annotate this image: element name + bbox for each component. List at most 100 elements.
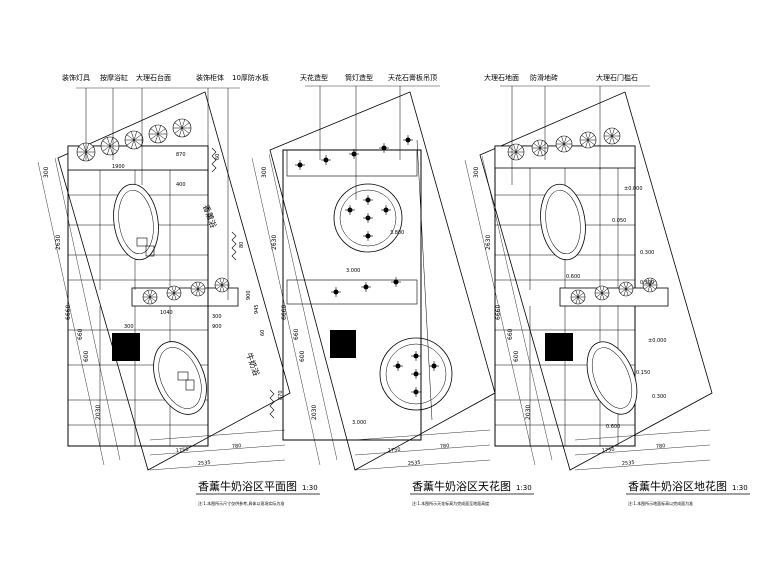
plant-symbol xyxy=(190,281,206,297)
dim-label: 2630 xyxy=(55,235,62,250)
downlight-symbol xyxy=(295,160,305,170)
level-label: 0.600 xyxy=(566,274,580,280)
callout-label: 防滑地砖 xyxy=(530,73,558,82)
dim-label: 900 xyxy=(212,324,222,330)
plant-symbol xyxy=(579,131,597,149)
downlight-symbol xyxy=(363,231,373,241)
plant-symbol xyxy=(507,143,525,161)
structural-column xyxy=(545,333,573,361)
ceiling-dome-lower-inner xyxy=(385,343,447,405)
dim-label: 2630 xyxy=(271,235,278,250)
downlight-symbol xyxy=(321,155,331,165)
milk-bathtub-inner xyxy=(591,347,633,409)
plant-symbol xyxy=(142,289,158,305)
dim-label: 870 xyxy=(176,152,186,158)
level-label: 0.600 xyxy=(606,424,620,430)
dim-label: 660 xyxy=(507,328,514,340)
callout-leaders xyxy=(76,87,240,300)
dim-label: 660 xyxy=(77,328,84,340)
dim-label: 2030 xyxy=(311,405,318,420)
callout-label: 大理石台面 xyxy=(136,73,171,82)
dim-label: 300 xyxy=(43,166,50,178)
level-label: 3.800 xyxy=(390,230,404,236)
downlight-symbol xyxy=(403,135,413,145)
plant-symbol xyxy=(166,285,182,301)
dim-labels-left-p1: 300 2630 6660 660 600 2030 xyxy=(43,166,102,420)
dimension-line-left xyxy=(464,155,553,466)
tub-fixture xyxy=(136,237,195,391)
ceiling-edge xyxy=(416,139,433,421)
divider-counter xyxy=(131,287,239,307)
downlight-symbol xyxy=(379,143,389,153)
ceiling-band-mid xyxy=(286,279,418,305)
level-label: ±0.000 xyxy=(624,186,643,192)
level-label: 0.300 xyxy=(652,394,666,400)
milk-bathtub xyxy=(153,341,207,415)
ceiling-lights xyxy=(295,135,439,397)
downlight-symbol xyxy=(363,213,373,223)
zone-label: 香薰浴 xyxy=(201,203,219,229)
dim-labels-left-p2: 300 2630 6660 660 600 2030 xyxy=(261,166,318,420)
callout-label: 10厚防水板 xyxy=(232,73,269,82)
panel-note: 注:1.本图所示天花标高为完成面至地面高度 xyxy=(412,500,489,506)
dim-labels-bottom-p2: 1750 780 2535 xyxy=(388,443,450,467)
level-label: 3.000 xyxy=(352,420,366,426)
panel-scale: 1:30 xyxy=(732,484,748,492)
wavy-wall xyxy=(231,231,237,261)
room-outline xyxy=(282,149,422,441)
dim-label: 6660 xyxy=(281,305,288,320)
panel-title: 香薰牛奶浴区地花图 xyxy=(628,479,727,493)
downlight-symbol xyxy=(393,361,403,371)
dim-label: 600 xyxy=(513,350,520,362)
milk-bathtub xyxy=(586,341,638,415)
ceiling-dome-upper-inner xyxy=(339,189,397,247)
level-label: 0.050 xyxy=(612,218,626,224)
downlight-symbol xyxy=(391,277,401,287)
plant-symbol xyxy=(618,281,634,297)
aroma-bathtub-inner xyxy=(118,189,154,255)
plant-symbol xyxy=(172,118,192,138)
dim-label: 660 xyxy=(293,328,300,340)
panel-scale: 1:30 xyxy=(302,484,318,492)
dim-label: 60 xyxy=(215,154,221,160)
level-labels-p3: ±0.000 0.050 0.300 0.600 0.300 ±0.000 0.… xyxy=(566,186,667,430)
level-labels-p2: 3.000 3.800 3.000 xyxy=(346,230,404,426)
downlight-symbol xyxy=(429,361,439,371)
plant-symbol xyxy=(214,277,230,293)
dim-label: 870 xyxy=(278,390,284,400)
downlight-symbol xyxy=(381,205,391,215)
level-label: ±0.000 xyxy=(648,338,667,344)
callout-label: 天花造型 xyxy=(300,73,328,82)
dim-labels-bottom-p1: 1750 780 2535 xyxy=(176,443,242,467)
dimension-line-bottom xyxy=(149,429,286,471)
aroma-bathtub xyxy=(113,183,159,261)
dim-label: 2535 xyxy=(198,460,211,467)
dim-labels-top-p1: 1900 870 400 1040 900 300 300 xyxy=(112,152,222,330)
level-label: 0.150 xyxy=(636,370,650,376)
plant-symbol xyxy=(594,285,610,301)
dim-label: 80 xyxy=(239,242,245,248)
dim-label: 6660 xyxy=(65,305,72,320)
callout-label: 装饰灯具 xyxy=(62,73,90,82)
downlight-symbol xyxy=(349,149,359,159)
dim-label: 300 xyxy=(124,324,134,330)
panel-title: 香薰牛奶浴区平面图 xyxy=(198,479,297,493)
dim-label: 6660 xyxy=(495,305,502,320)
divider-counter xyxy=(559,287,669,307)
downlight-symbol xyxy=(411,369,421,379)
ceiling-band-top xyxy=(286,149,418,177)
dim-labels-right-p1: 60 80 900 945 60 870 xyxy=(215,154,284,400)
plant-symbol xyxy=(124,130,144,150)
plant-symbol xyxy=(100,136,120,156)
structural-column xyxy=(112,333,140,361)
dim-label: 400 xyxy=(176,182,186,188)
callout-label: 天花石膏板吊顶 xyxy=(388,73,437,82)
dim-label: 780 xyxy=(656,443,666,450)
milk-bathtub-inner xyxy=(158,347,202,409)
ceiling-dome-upper xyxy=(333,183,403,253)
dimension-line-left xyxy=(37,157,121,466)
dim-label: 780 xyxy=(232,443,242,450)
plant-row-mid xyxy=(142,277,230,305)
callout-leaders xyxy=(500,85,650,185)
